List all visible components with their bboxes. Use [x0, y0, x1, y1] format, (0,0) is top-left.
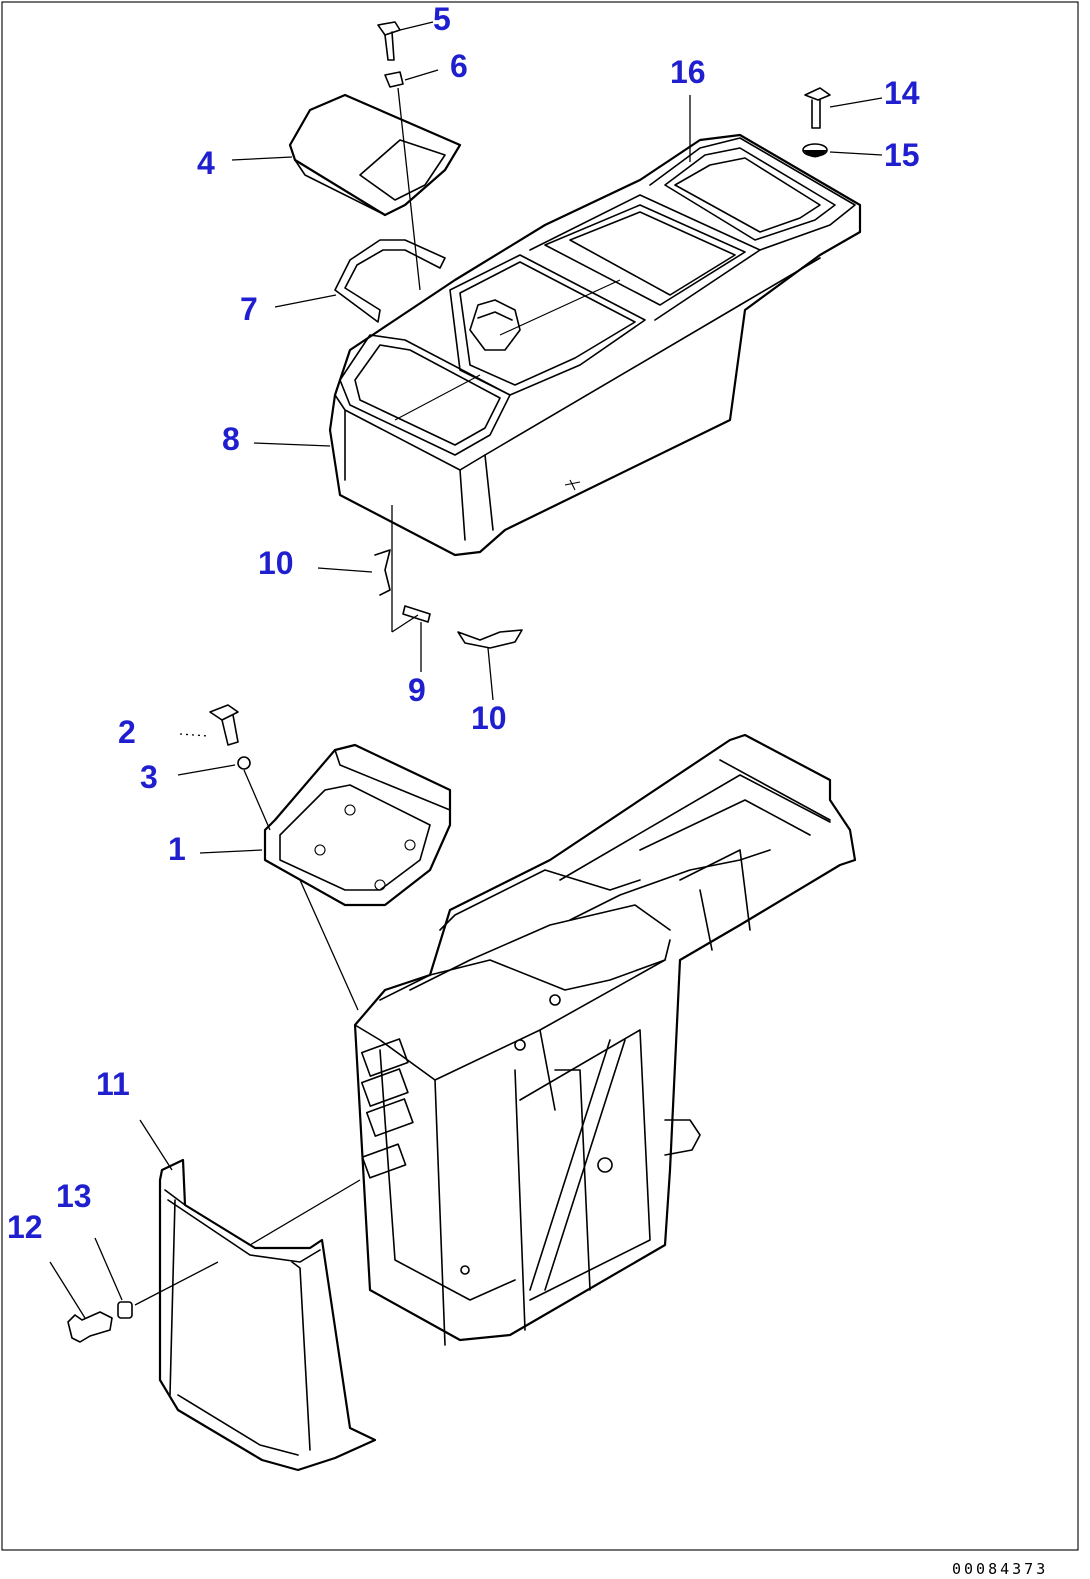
callout-10-left: 10 — [258, 545, 294, 581]
callout-15: 15 — [884, 137, 920, 173]
drawing-border — [1, 1, 1079, 1551]
axis-line — [249, 1179, 361, 1246]
leader-4 — [231, 156, 293, 161]
plate-part-1 — [263, 743, 452, 907]
callout-14: 14 — [884, 75, 920, 111]
leader-15 — [829, 151, 883, 156]
callout-13: 13 — [56, 1178, 92, 1214]
callout-5: 5 — [433, 1, 451, 37]
leader-10a — [317, 567, 373, 573]
axis-line — [391, 614, 419, 633]
cover-panel-part-11 — [158, 1158, 377, 1472]
callout-9: 9 — [408, 672, 426, 708]
leader-11 — [139, 1119, 173, 1171]
callout-4: 4 — [197, 145, 215, 181]
bolt-part-5 — [377, 21, 401, 61]
frame-assembly — [353, 733, 857, 1346]
leader-8 — [253, 442, 331, 447]
callout-8: 8 — [222, 421, 240, 457]
axis-line — [397, 87, 421, 291]
leader-2 — [179, 733, 209, 737]
axis-line — [134, 1261, 219, 1306]
washer-part-6 — [384, 71, 404, 88]
leader-7 — [274, 294, 337, 308]
leader-5 — [399, 21, 434, 31]
leader-13 — [94, 1237, 123, 1301]
callout-7: 7 — [240, 291, 258, 327]
callout-11: 11 — [96, 1066, 130, 1102]
leader-12 — [49, 1261, 86, 1319]
console-box-part-8 — [328, 133, 862, 557]
callout-16: 16 — [670, 54, 706, 90]
washer-part-3 — [237, 756, 251, 770]
bolt-part-12 — [67, 1311, 113, 1343]
gasket-part-7 — [334, 239, 446, 323]
washer-part-13 — [117, 1301, 133, 1319]
washer-part-15 — [802, 143, 828, 158]
callout-3: 3 — [140, 759, 158, 795]
axis-line — [243, 769, 271, 831]
callout-1: 1 — [168, 831, 186, 867]
leader-14 — [829, 97, 883, 108]
clip-part-10-left — [374, 549, 391, 596]
callout-10-right: 10 — [471, 700, 507, 736]
axis-line — [299, 879, 359, 1011]
drawing-code: 00084373 — [952, 1560, 1048, 1578]
bolt-part-2 — [209, 704, 239, 746]
cover-part-4 — [288, 93, 462, 217]
leader-3 — [177, 764, 236, 776]
callout-2: 2 — [118, 714, 136, 750]
bolt-part-14 — [804, 87, 831, 129]
clip-part-9 — [402, 605, 431, 623]
callout-6: 6 — [450, 48, 468, 84]
leader-1 — [199, 849, 263, 854]
clip-part-10-right — [457, 629, 523, 649]
leader-6 — [404, 69, 439, 81]
callout-12: 12 — [7, 1209, 43, 1245]
leader-10b — [487, 647, 494, 701]
